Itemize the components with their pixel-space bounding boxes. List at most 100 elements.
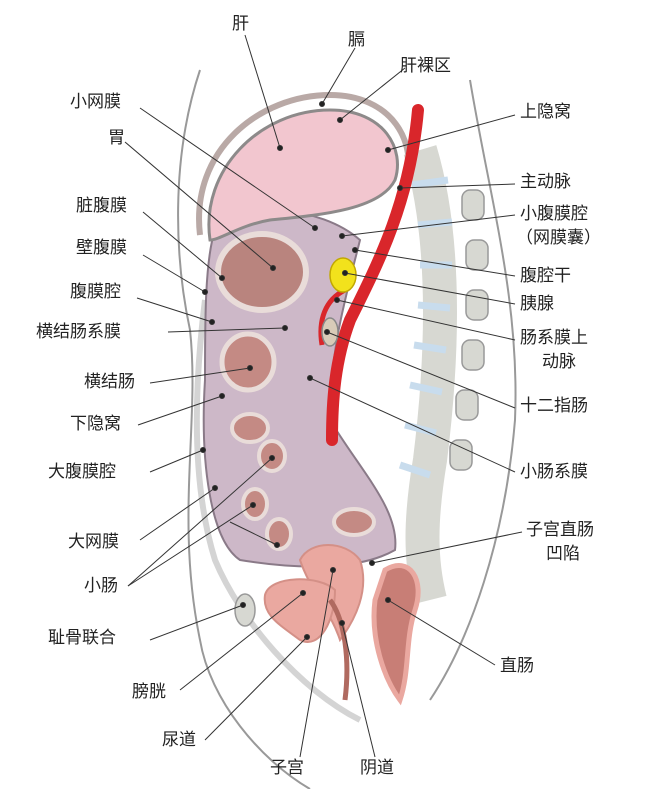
leader-line — [341, 622, 376, 758]
leader-dot — [277, 145, 283, 151]
leader-line — [399, 183, 516, 189]
intestine-loop — [230, 412, 270, 444]
leader-line — [229, 521, 278, 546]
leader-dot — [240, 602, 246, 608]
label-greater-omentum: 大网膜 — [68, 532, 119, 552]
leader-line — [139, 487, 216, 541]
leader-line — [149, 604, 244, 641]
leader-dot — [209, 319, 215, 325]
label-greater-sac: 大腹膜腔 — [48, 462, 116, 482]
intestine-loop — [332, 507, 376, 537]
leader-line — [179, 592, 304, 691]
leader-dot — [304, 634, 310, 640]
leader-line — [321, 47, 356, 105]
leader-line — [124, 141, 274, 269]
label-duodenum: 十二指肠 — [520, 396, 588, 416]
leader-dot — [282, 325, 288, 331]
label-stomach: 胃 — [108, 128, 125, 148]
leader-line — [127, 504, 254, 587]
label-aorta: 主动脉 — [520, 172, 571, 192]
leader-dot — [307, 375, 313, 381]
leader-line — [149, 367, 251, 384]
label-lesser-sac: 小腹膜腔 — [520, 204, 588, 224]
leader-dot — [300, 590, 306, 596]
leader-dot — [342, 270, 348, 276]
stomach — [215, 231, 309, 313]
leader-line — [354, 249, 516, 277]
leader-line — [142, 254, 206, 293]
label-mesentery: 小肠系膜 — [520, 462, 588, 482]
leader-dot — [270, 265, 276, 271]
leader-line — [167, 327, 286, 333]
label-uterus: 子宫 — [270, 758, 304, 778]
superior-mesenteric-artery — [318, 287, 347, 346]
spine — [403, 145, 457, 605]
leader-dot — [200, 447, 206, 453]
leader-line — [339, 67, 406, 121]
leader-dot — [312, 225, 318, 231]
label-pancreas: 胰腺 — [520, 294, 554, 314]
leader-line — [371, 531, 523, 564]
label-celiac-trunk: 腹腔干 — [520, 266, 571, 286]
vagina — [327, 598, 350, 701]
label-small-intestine: 小肠 — [84, 576, 118, 596]
label-transverse-mesocolon: 横结肠系膜 — [36, 322, 121, 342]
abdominal-wall — [193, 299, 362, 723]
label-inferior-recess: 下隐窝 — [70, 414, 121, 434]
body-outline — [177, 69, 517, 789]
leader-dot — [334, 297, 340, 303]
liver — [207, 108, 399, 242]
bladder — [263, 578, 337, 643]
label-urethra: 尿道 — [162, 730, 196, 750]
leader-dot — [250, 502, 256, 508]
leader-line — [326, 331, 516, 409]
leader-dot — [339, 620, 345, 626]
leader-line — [204, 636, 308, 741]
leader-dot — [324, 329, 330, 335]
rectum — [371, 563, 421, 706]
intestine-loop — [265, 517, 293, 551]
label-parietal-peritoneum: 壁腹膜 — [76, 238, 127, 258]
label-diaphragm: 膈 — [348, 30, 365, 50]
leader-dot — [397, 185, 403, 191]
leader-dot — [352, 247, 358, 253]
leader-line — [387, 114, 516, 151]
leader-line — [127, 457, 273, 587]
leader-dot — [219, 393, 225, 399]
leader-dot — [274, 542, 280, 548]
pubic-bone — [234, 593, 256, 627]
leader-line — [336, 299, 516, 341]
label-bare-area: 肝裸区 — [400, 56, 451, 76]
label-sma-2: 动脉 — [542, 352, 576, 372]
leader-line — [299, 569, 334, 758]
leader-line — [244, 34, 281, 149]
label-superior-recess: 上隐窝 — [520, 102, 571, 122]
label-rectouterine-1: 子宫直肠 — [526, 520, 594, 540]
leader-dot — [339, 233, 345, 239]
leader-dot — [330, 567, 336, 573]
leader-dot — [337, 117, 343, 123]
leader-line — [142, 211, 223, 279]
leader-dot — [202, 289, 208, 295]
leader-dot — [219, 275, 225, 281]
label-lesser-omentum: 小网膜 — [70, 92, 121, 112]
label-liver: 肝 — [232, 14, 249, 34]
leader-line — [344, 272, 516, 305]
label-rectum: 直肠 — [500, 656, 534, 676]
leader-lines — [124, 34, 523, 758]
leader-line — [387, 599, 496, 666]
leader-dot — [247, 365, 253, 371]
leader-line — [149, 449, 204, 473]
label-pubic-symphysis: 耻骨联合 — [48, 628, 116, 648]
label-omental-bursa: （网膜囊） — [516, 228, 601, 248]
label-rectouterine-2: 凹陷 — [546, 544, 580, 564]
leader-line — [137, 395, 223, 426]
label-vagina: 阴道 — [360, 758, 394, 778]
leader-line — [136, 297, 213, 323]
leader-dot — [269, 455, 275, 461]
label-peritoneal-cavity: 腹膜腔 — [70, 282, 121, 302]
leader-dot — [385, 147, 391, 153]
label-sma-1: 肠系膜上 — [520, 328, 588, 348]
